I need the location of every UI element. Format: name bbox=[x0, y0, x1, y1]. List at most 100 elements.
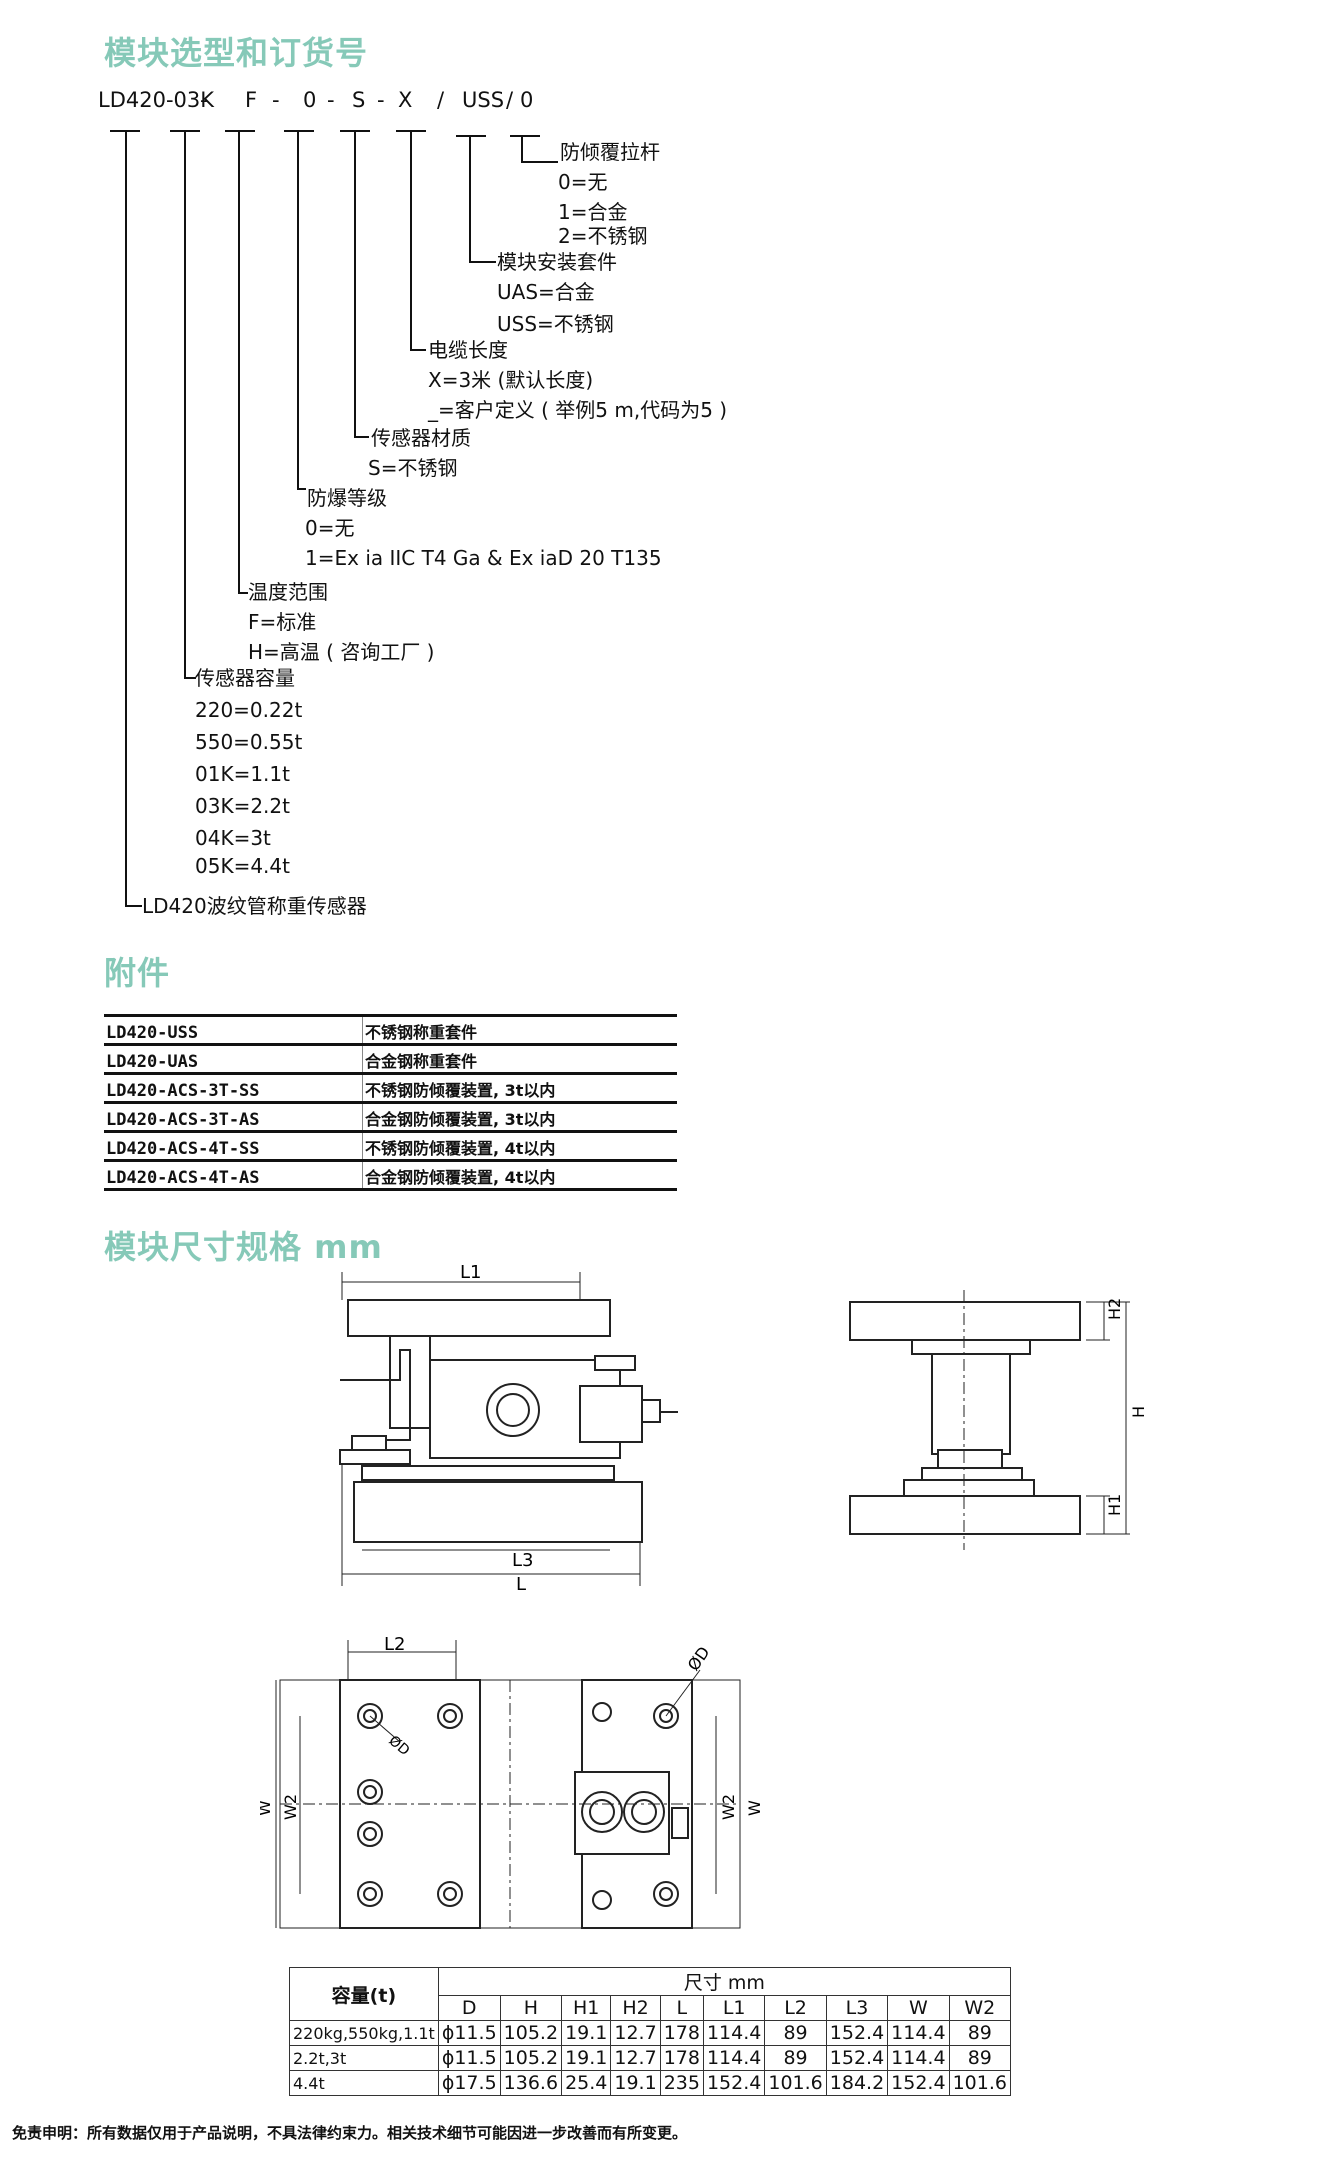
value-cell: 114.4 bbox=[702, 2020, 766, 2046]
capacity-option: 01K=1.1t bbox=[195, 762, 290, 786]
value-cell: 89 bbox=[948, 2045, 1011, 2071]
value-cell: 12.7 bbox=[610, 2020, 661, 2046]
top-view-drawing: L2 ØD ØD W W2 W2 W bbox=[260, 1634, 764, 1929]
dim-label-diameter-top: ØD bbox=[684, 1643, 714, 1674]
value-cell: 184.2 bbox=[825, 2070, 889, 2096]
value-cell: 89 bbox=[764, 2045, 827, 2071]
dim-label-l3: L3 bbox=[512, 1550, 533, 1571]
column-header: D bbox=[437, 1995, 501, 2021]
accessory-code: LD420-ACS-3T-SS bbox=[104, 1073, 363, 1104]
table-row: 4.4t ϕ17.5 136.6 25.4 19.1 235 152.4 101… bbox=[289, 2070, 1011, 2096]
code-ex: 0 bbox=[303, 88, 317, 112]
value-cell: 25.4 bbox=[561, 2070, 612, 2096]
value-cell: 19.1 bbox=[561, 2020, 612, 2046]
front-view-drawing: H2 H H1 bbox=[849, 1290, 1148, 1550]
value-cell: 114.4 bbox=[702, 2045, 766, 2071]
accessory-code: LD420-UAS bbox=[104, 1044, 363, 1075]
column-header: L bbox=[659, 1995, 704, 2021]
accessories-section-title: 附件 bbox=[104, 954, 171, 992]
ex-title: 防爆等级 bbox=[307, 486, 387, 510]
value-cell: 152.4 bbox=[825, 2045, 889, 2071]
column-header: W bbox=[887, 1995, 950, 2021]
tilt-title: 防倾覆拉杆 bbox=[560, 140, 660, 164]
value-cell: ϕ11.5 bbox=[437, 2020, 501, 2046]
code-slash: / bbox=[437, 88, 445, 112]
accessory-desc: 合金钢防倾覆装置, 3t以内 bbox=[362, 1102, 677, 1133]
table-header-row: 容量(t) 尺寸 mm bbox=[289, 1967, 1011, 2021]
column-header: L3 bbox=[825, 1995, 889, 2021]
value-cell: 178 bbox=[659, 2020, 704, 2046]
accessory-code: LD420-ACS-4T-AS bbox=[104, 1160, 363, 1191]
capacity-header: 容量(t) bbox=[289, 1967, 439, 2021]
value-cell: 19.1 bbox=[561, 2045, 612, 2071]
value-cell: 19.1 bbox=[610, 2070, 661, 2096]
value-cell: 178 bbox=[659, 2045, 704, 2071]
value-cell: 152.4 bbox=[825, 2020, 889, 2046]
accessory-desc: 不锈钢称重套件 bbox=[362, 1014, 677, 1046]
tilt-option: 2=不锈钢 bbox=[558, 224, 648, 248]
accessory-code: LD420-ACS-3T-AS bbox=[104, 1102, 363, 1133]
model-title: LD420波纹管称重传感器 bbox=[142, 894, 367, 918]
temp-title: 温度范围 bbox=[248, 580, 328, 604]
column-header: H1 bbox=[561, 1995, 612, 2021]
dimensions-table: 容量(t) 尺寸 mm D H H1 H2 L L1 L2 L3 W W2 22… bbox=[289, 1967, 1011, 2096]
code-model: LD420-03K bbox=[98, 88, 215, 112]
code-material: S bbox=[352, 88, 366, 112]
kit-option: UAS=合金 bbox=[497, 280, 595, 304]
capacity-cell: 220kg,550kg,1.1t bbox=[289, 2020, 439, 2046]
dim-label-w2-right: W2 bbox=[719, 1794, 738, 1820]
dim-label-w-right: W bbox=[745, 1800, 764, 1816]
material-option: S=不锈钢 bbox=[368, 456, 458, 480]
tilt-option: 1=合金 bbox=[558, 200, 628, 224]
capacity-option: 550=0.55t bbox=[195, 730, 303, 754]
capacity-title: 传感器容量 bbox=[195, 666, 295, 690]
code-kit: USS bbox=[462, 88, 505, 112]
column-header: H bbox=[499, 1995, 563, 2021]
value-cell: 152.4 bbox=[887, 2070, 950, 2096]
value-cell: 152.4 bbox=[702, 2070, 766, 2096]
size-header: 尺寸 mm bbox=[437, 1967, 1011, 1996]
ordering-section-title: 模块选型和订货号 bbox=[104, 34, 369, 72]
temp-option: F=标准 bbox=[248, 610, 317, 634]
value-cell: 12.7 bbox=[610, 2045, 661, 2071]
dim-label-h1: H1 bbox=[1105, 1494, 1124, 1516]
code-sep: - bbox=[200, 88, 208, 112]
accessory-desc: 不锈钢防倾覆装置, 4t以内 bbox=[362, 1131, 677, 1162]
ex-option: 1=Ex ia IIC T4 Ga & Ex iaD 20 T135 bbox=[305, 546, 662, 570]
cable-title: 电缆长度 bbox=[428, 338, 508, 362]
capacity-option: 03K=2.2t bbox=[195, 794, 290, 818]
value-cell: 101.6 bbox=[764, 2070, 827, 2096]
disclaimer: 免责申明：所有数据仅用于产品说明，不具法律约束力。相关技术细节可能因进一步改善而… bbox=[12, 2124, 688, 2142]
value-cell: 89 bbox=[948, 2020, 1011, 2046]
capacity-option: 220=0.22t bbox=[195, 698, 303, 722]
value-cell: ϕ17.5 bbox=[437, 2070, 501, 2096]
column-header: W2 bbox=[948, 1995, 1011, 2021]
code-temp: F bbox=[245, 88, 258, 112]
code-cable: X bbox=[398, 88, 413, 112]
ordering-tree-lines bbox=[110, 130, 558, 907]
accessory-desc: 合金钢称重套件 bbox=[362, 1044, 677, 1075]
kit-title: 模块安装套件 bbox=[497, 250, 617, 274]
cable-option: _=客户定义 ( 举例5 m,代码为5 ) bbox=[428, 398, 728, 422]
code-sep: - bbox=[377, 88, 385, 112]
code-slash: / bbox=[506, 88, 514, 112]
kit-option: USS=不锈钢 bbox=[497, 312, 614, 336]
value-cell: ϕ11.5 bbox=[437, 2045, 501, 2071]
column-header: L1 bbox=[702, 1995, 766, 2021]
value-cell: 114.4 bbox=[887, 2045, 950, 2071]
dim-label-w: W bbox=[260, 1800, 274, 1816]
capacity-cell: 2.2t,3t bbox=[289, 2045, 439, 2071]
value-cell: 105.2 bbox=[499, 2045, 563, 2071]
table-row: 220kg,550kg,1.1t ϕ11.5 105.2 19.1 12.7 1… bbox=[289, 2020, 1011, 2046]
dimensions-section-title: 模块尺寸规格 mm bbox=[104, 1228, 383, 1266]
side-view-drawing: L1 L3 L bbox=[339, 1262, 678, 1595]
column-header: H2 bbox=[610, 1995, 661, 2021]
code-tilt: 0 bbox=[520, 88, 534, 112]
dim-label-h: H bbox=[1129, 1406, 1148, 1418]
material-title: 传感器材质 bbox=[371, 426, 471, 450]
